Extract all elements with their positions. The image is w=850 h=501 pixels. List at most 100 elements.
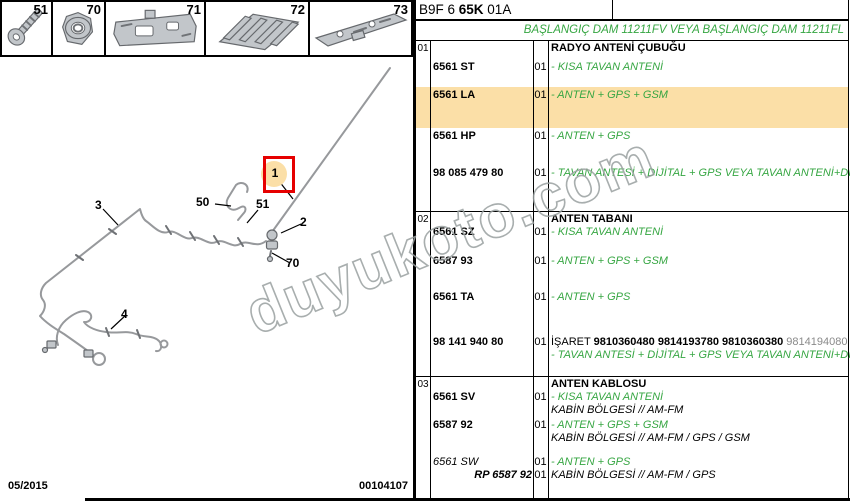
part-desc: - KISA TAVAN ANTENİ [551,226,664,238]
part-qty: 01 [534,167,547,179]
thumb-cell-51[interactable]: 51 [2,2,53,55]
thumb-cell-73[interactable]: 73 [310,2,411,55]
part-ref[interactable]: 6561 ST [433,61,475,73]
part-qty: 01 [534,255,547,267]
part-qty: 01 [534,226,547,238]
part-desc-zone: KABİN BÖLGESİ // AM-FM [551,404,684,416]
part-qty: 01 [534,469,547,481]
table-row: 6587 92 01 - ANTEN + GPS + GSM KABİN BÖL… [416,419,848,445]
part-desc: - ANTEN + GPS + GSM [551,255,668,267]
table-row: 6561 HP 01 - ANTEN + GPS [416,130,848,143]
part-qty: 01 [534,61,547,73]
leader-2 [280,223,302,234]
lower-cable [55,310,163,353]
part-ref[interactable]: 6561 SW [433,456,479,468]
flange-nut-icon [62,12,94,46]
screw-icon [7,8,43,46]
leader-3 [102,208,119,226]
leader-70 [271,252,291,264]
section-item-number: 02 [417,214,429,225]
part-qty: 01 [534,456,547,468]
section-header-row: 03 ANTEN KABLOSU [416,378,848,391]
callout-label-50[interactable]: 50 [196,195,210,209]
table-row: 6561 SV 01 - KISA TAVAN ANTENİ KABİN BÖL… [416,391,848,417]
part-ref[interactable]: 6587 93 [433,255,473,267]
thumb-number: 70 [86,2,101,17]
table-row: 6561 SZ 01 - KISA TAVAN ANTENİ [416,226,848,239]
part-desc: - ANTEN + GPS + GSM [551,89,668,101]
mark-number-gray: 9814194080 [783,336,848,348]
section-item-number: 01 [417,43,429,54]
antenna-cable [39,208,267,355]
part-ref[interactable]: 98 085 479 80 [433,167,504,179]
table-row: 6587 93 01 - ANTEN + GPS + GSM [416,255,848,268]
document-number: 00104107 [359,480,408,492]
mounting-bracket-icon [113,9,197,47]
part-desc: - TAVAN ANTESİ + DİJİTAL + GPS VEYA TAVA… [551,167,850,179]
callout-label-70[interactable]: 70 [286,256,300,270]
part-desc: - KISA TAVAN ANTENİ [551,61,664,73]
part-desc-zone: KABİN BÖLGESİ // AM-FM / GPS / GSM [551,432,750,444]
part-desc-zone: KABİN BÖLGESİ // AM-FM / GPS [551,469,716,481]
catalog-code: B9F 6 [419,2,459,17]
part-ref[interactable]: 6587 92 [433,419,473,431]
antenna-base [266,229,278,241]
finned-block-icon [218,13,300,51]
section-title: ANTEN TABANI [551,213,633,225]
thumb-number: 72 [290,2,305,17]
support-bracket-icon [314,13,408,47]
callout-label-3[interactable]: 3 [95,198,102,212]
part-ref[interactable]: 6561 SZ [433,226,475,238]
part-qty: 01 [534,391,547,403]
column-divider [548,41,549,501]
leader-50 [214,203,232,207]
section-title: RADYO ANTENİ ÇUBUĞU [551,42,686,54]
diagram-panel: 51 70 71 [0,0,415,501]
catalog-code-bold: 65K [458,2,484,17]
thumb-number: 51 [33,2,48,17]
part-qty: 01 [534,291,547,303]
revision-date: 05/2015 [8,480,48,492]
selected-row-highlight [416,87,848,128]
antenna-mast [271,67,391,233]
leader-4 [110,314,127,330]
part-desc: - TAVAN ANTESİ + DİJİTAL + GPS VEYA TAVA… [551,349,850,361]
hook-part [225,182,249,221]
table-row-selected: 6561 LA 01 - ANTEN + GPS + GSM [416,89,848,102]
part-qty: 01 [534,336,547,348]
leader-51 [246,209,259,224]
callout-label-2[interactable]: 2 [300,215,307,229]
thumb-cell-72[interactable]: 72 [206,2,310,55]
part-desc: - KISA TAVAN ANTENİ [551,391,664,403]
part-qty: 01 [534,89,547,101]
section-header-row: 02 ANTEN TABANI [416,213,848,226]
section-divider [416,211,848,212]
table-row: 98 141 940 80 01 İŞARET 9810360480 98141… [416,336,850,362]
callout-label-51[interactable]: 51 [256,197,270,211]
parts-table-panel: B9F 6 65K 01A BAŞLANGIÇ DAM 11211FV VEYA… [415,0,850,501]
thumb-cell-70[interactable]: 70 [53,2,106,55]
page-bottom-border [85,498,850,501]
callout-label-4[interactable]: 4 [121,307,128,321]
replacement-part-ref[interactable]: RP 6587 92 [474,469,532,481]
thumb-cell-71[interactable]: 71 [106,2,206,55]
part-ref[interactable]: 98 141 940 80 [433,336,504,348]
cable-end-ring [92,352,106,366]
header-divider [612,0,613,19]
part-ref[interactable]: 6561 HP [433,130,476,142]
catalog-code-header: B9F 6 65K 01A [416,0,848,21]
callout-label-1[interactable]: 1 [271,166,279,180]
column-divider [430,41,431,501]
table-row: 6561 TA 01 - ANTEN + GPS [416,291,848,304]
table-row: 6561 ST 01 - KISA TAVAN ANTENİ [416,61,848,74]
part-mark-line: İŞARET 9810360480 9814193780 9810360380 … [551,336,848,348]
part-ref[interactable]: 6561 TA [433,291,475,303]
thumb-number: 71 [186,2,201,17]
part-desc: - ANTEN + GPS [551,456,631,468]
part-thumbnail-strip: 51 70 71 [0,0,413,57]
part-qty: 01 [534,130,547,142]
callout-1-hotspot[interactable] [263,156,295,193]
part-ref[interactable]: 6561 SV [433,391,476,403]
part-ref[interactable]: 6561 LA [433,89,476,101]
